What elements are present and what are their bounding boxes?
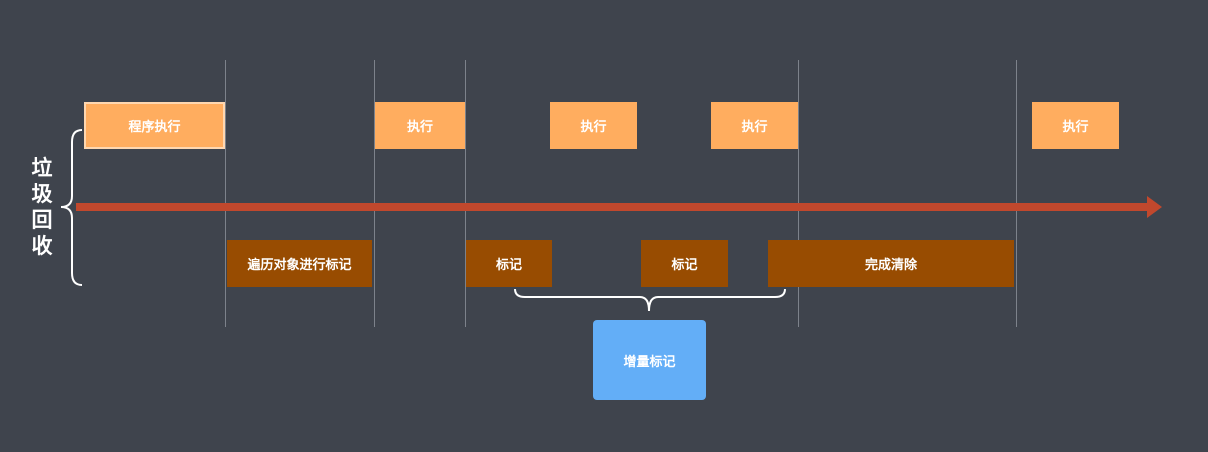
gc-block: 标记 bbox=[641, 240, 728, 287]
gc-block: 完成清除 bbox=[768, 240, 1014, 287]
phase-divider bbox=[465, 60, 466, 327]
execution-block: 执行 bbox=[375, 102, 465, 149]
gc-block: 标记 bbox=[466, 240, 552, 287]
incremental-marking-box: 增量标记 bbox=[593, 320, 706, 400]
incremental-brace bbox=[514, 288, 786, 312]
gc-block: 遍历对象进行标记 bbox=[227, 240, 372, 287]
phase-divider bbox=[798, 60, 799, 327]
execution-block: 执行 bbox=[550, 102, 637, 149]
left-brace bbox=[60, 129, 83, 286]
execution-block: 程序执行 bbox=[84, 102, 225, 149]
axis-label-garbage-collection: 垃圾回收 bbox=[31, 156, 53, 258]
phase-divider bbox=[374, 60, 375, 327]
execution-block: 执行 bbox=[1032, 102, 1119, 149]
timeline-arrow-head bbox=[1147, 196, 1162, 218]
phase-divider bbox=[1016, 60, 1017, 327]
execution-block: 执行 bbox=[711, 102, 798, 149]
phase-divider bbox=[225, 60, 226, 327]
